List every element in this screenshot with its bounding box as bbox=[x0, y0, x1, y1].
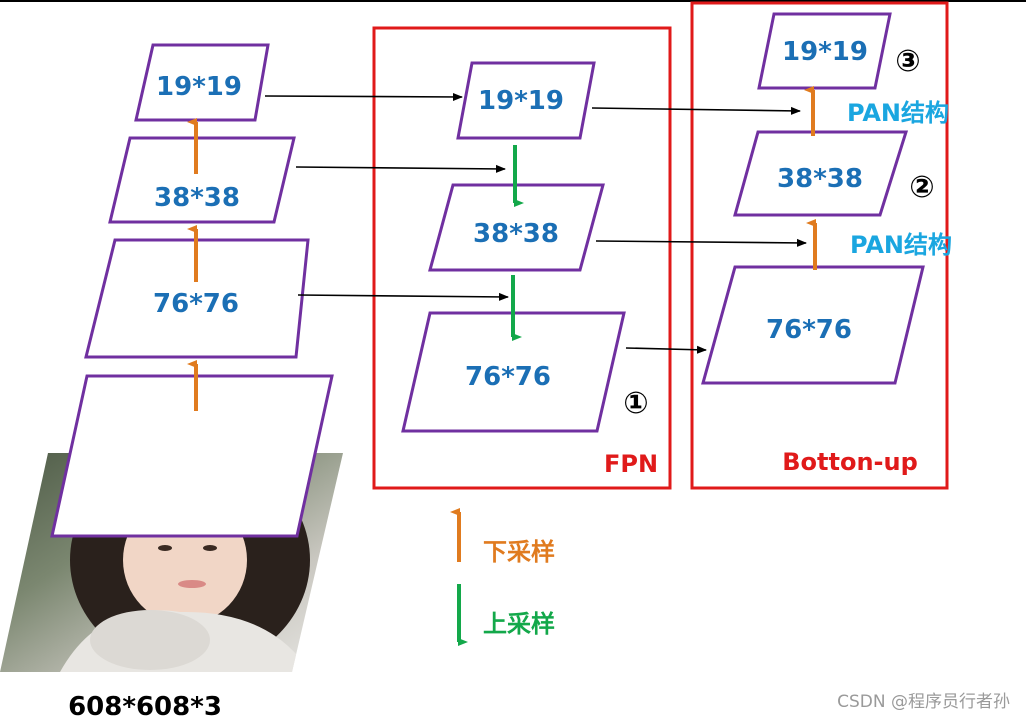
backbone-76-box bbox=[84, 238, 310, 359]
lateral-connections bbox=[264, 92, 807, 354]
lateral-arrow-fpn38-to-pan bbox=[595, 238, 807, 247]
backbone-19-box bbox=[134, 43, 270, 122]
bottom-up-title: Botton-up bbox=[782, 448, 918, 476]
bottom-up-frame: Botton-up 19*19 ③ 38*38 ② 76*76 bbox=[690, 1, 949, 490]
fpn-76-label: 76*76 bbox=[465, 362, 551, 392]
fpn-38-label: 38*38 bbox=[473, 219, 559, 249]
backbone-column: 76*76 38*38 19*19 bbox=[50, 43, 334, 538]
lateral-arrow-38-to-fpn bbox=[295, 164, 506, 173]
backbone-38-box bbox=[108, 136, 296, 224]
bottomup-38-label: 38*38 bbox=[777, 164, 863, 194]
legend-down-label: 下采样 bbox=[483, 538, 555, 566]
pan-label-lower: PAN结构 bbox=[850, 231, 952, 259]
bottomup-76-label: 76*76 bbox=[766, 315, 852, 345]
fpn-frame: FPN 19*19 38*38 76*76 ① bbox=[372, 26, 672, 490]
bottomup-19-label: 19*19 bbox=[782, 37, 868, 67]
lateral-arrow-76-to-fpn bbox=[297, 292, 509, 301]
input-size-label: 608*608*3 bbox=[68, 692, 222, 719]
backbone-19-label: 19*19 bbox=[156, 72, 242, 102]
lateral-arrow-fpn76-to-pan bbox=[625, 345, 707, 354]
fpn-38-box bbox=[428, 183, 605, 272]
bottomup-marker-3: ③ bbox=[895, 44, 920, 79]
fpn-76-box bbox=[401, 311, 626, 433]
bottomup-19-box bbox=[757, 12, 892, 90]
lateral-arrow-fpn19-to-pan bbox=[591, 106, 801, 115]
fpn-19-label: 19*19 bbox=[478, 86, 564, 116]
backbone-input-box bbox=[50, 374, 334, 538]
bottomup-marker-2: ② bbox=[909, 170, 934, 205]
fpn-19-box bbox=[456, 61, 596, 140]
pan-label-upper: PAN结构 bbox=[847, 99, 949, 127]
backbone-38-label: 38*38 bbox=[154, 183, 240, 213]
fpn-marker: ① bbox=[623, 386, 648, 421]
legend-up-label: 上采样 bbox=[483, 610, 555, 638]
legend: 下采样 上采样 bbox=[450, 508, 555, 646]
bottomup-76-box bbox=[701, 265, 925, 385]
fpn-title: FPN bbox=[604, 450, 658, 478]
lateral-arrow-19-to-fpn bbox=[264, 92, 463, 101]
backbone-76-label: 76*76 bbox=[153, 289, 239, 319]
watermark: CSDN @程序员行者孙 bbox=[837, 692, 1010, 712]
bottomup-38-box bbox=[733, 130, 909, 217]
